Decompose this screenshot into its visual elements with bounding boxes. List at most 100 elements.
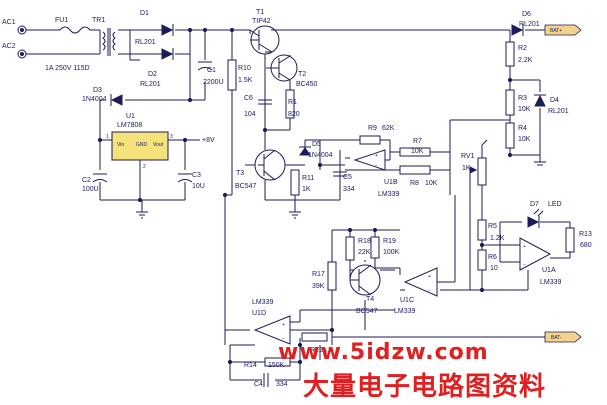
resistor-r19: R19 100K [370,236,400,259]
bat-plus-label: BAT+ [550,28,562,34]
t3-label: T3 [236,170,244,177]
resistor-r11: R11 1K [290,169,314,196]
c6-value: 104 [244,111,256,118]
transistor-t3: T3 BC547 [235,149,286,190]
fu1-value: 1A 250V 115D [45,65,90,72]
potentiometer-rv1: RV1 1K [461,139,488,186]
r8-value: 10K [425,180,438,187]
t2-value: BC450 [296,81,318,88]
c6-label: C6 [244,95,253,102]
u1-pin1: 1 [106,134,109,140]
svg-text:−: − [282,336,285,342]
c3-value: 10U [192,183,205,190]
diode-d6: D6 RL201 [511,11,540,36]
resistor-r6: R6 10 [477,249,498,272]
d5-label: D5 [312,141,321,148]
c4-value: 334 [276,381,288,388]
resistor-r14: R14 150K [244,357,291,369]
u1-pin-out: Vout [153,142,164,148]
diode-d5: D5 1N4004 [299,141,333,159]
t1-label: T1 [256,9,264,16]
comparator-u1b: + − U1B LM339 [353,149,400,198]
diode-d1: D1 RL201 [135,10,174,46]
c1-value: 2200U [203,79,224,86]
u1b-label: U1B [384,179,398,186]
r4-value: 10K [518,136,531,143]
fu1-label: FU1 [55,17,68,24]
d7-value: LED [548,201,562,208]
ac2-label: AC2 [2,43,16,50]
plus8v-label: +8V [202,137,215,144]
led-d7: D7 LED [527,201,562,228]
svg-text:+: + [375,153,378,159]
ac1-label: AC1 [2,19,16,26]
capacitor-c5: C5 334 [333,171,355,193]
r5-label: R5 [488,223,497,230]
u1-label: U1 [126,113,135,120]
c4-label: C4 [254,381,263,388]
d6-label: D6 [522,11,531,18]
r7-label: R7 [413,138,422,145]
r14-value: 150K [268,362,285,369]
u1d-value: LM339 [252,299,274,306]
d2-label: D2 [148,71,157,78]
r12-label: R12 [310,347,323,354]
r7-value: 10K [411,148,424,155]
d2-value: RL201 [140,81,161,88]
u1b-value: LM339 [378,191,400,198]
c5-value: 334 [343,186,355,193]
r11-value: 1K [302,186,311,193]
r3-label: R3 [518,95,527,102]
u1c-value: LM339 [394,308,416,315]
u1a-label: U1A [542,267,556,274]
ground-t3 [289,211,301,219]
r1-value: 820 [288,111,300,118]
d5-value: 1N4004 [308,152,333,159]
transistor-t1: T1 TIP42 [249,9,280,55]
rv1-value: 1K [462,165,471,172]
transistor-t2: T2 BC450 [266,54,318,88]
t4-value: BC547 [356,308,378,315]
resistor-r10: R10 1.5K [227,59,253,91]
capacitor-c2: C2 100U [82,173,108,193]
resistor-r1: R1 820 [285,89,300,119]
u1-pin3: 3 [170,134,173,140]
tr1-label: TR1 [92,17,105,24]
resistor-r3: R3 10K [505,89,531,116]
capacitor-c4: C4 334 [254,373,288,388]
r4-label: R4 [518,125,527,132]
transistor-t4: T4 BC547 [349,264,381,315]
comparator-u1c: + − U1C LM339 [394,267,438,315]
capacitor-c3: C3 10U [177,172,205,192]
transformer-tr1: TR1 [92,17,116,56]
r18-value: 22K [358,249,371,256]
u1d-label: U1D [252,310,266,317]
r10-label: R10 [238,65,251,72]
bat-minus-terminal: BAT- [544,331,582,343]
r10-value: 1.5K [238,77,253,84]
d1-label: D1 [140,10,149,17]
capacitor-c6: C6 104 [244,95,272,118]
r12-value: 0.1 [322,347,332,354]
r8-label: R8 [410,180,419,187]
t4-label: T4 [366,296,374,303]
r19-label: R19 [383,238,396,245]
resistor-r17: R17 39K [312,261,337,291]
t3-value: BC547 [235,183,257,190]
r14-label: R14 [244,362,257,369]
r2-label: R2 [518,45,527,52]
resistor-r18: R18 22K [345,236,371,261]
svg-text:−: − [428,288,431,294]
ac2-terminal: AC2 [2,43,27,59]
c2-value: 100U [82,186,99,193]
t2-label: T2 [298,71,306,78]
resistor-r2: R2 2.2K [505,41,533,67]
svg-text:+: + [428,274,431,280]
junctions [97,27,513,365]
r11-label: R11 [302,175,314,182]
r3-value: 10K [518,106,531,113]
rv1-label: RV1 [461,153,475,160]
d1-value: RL201 [135,39,156,46]
resistor-r7: R7 10K [399,138,431,157]
